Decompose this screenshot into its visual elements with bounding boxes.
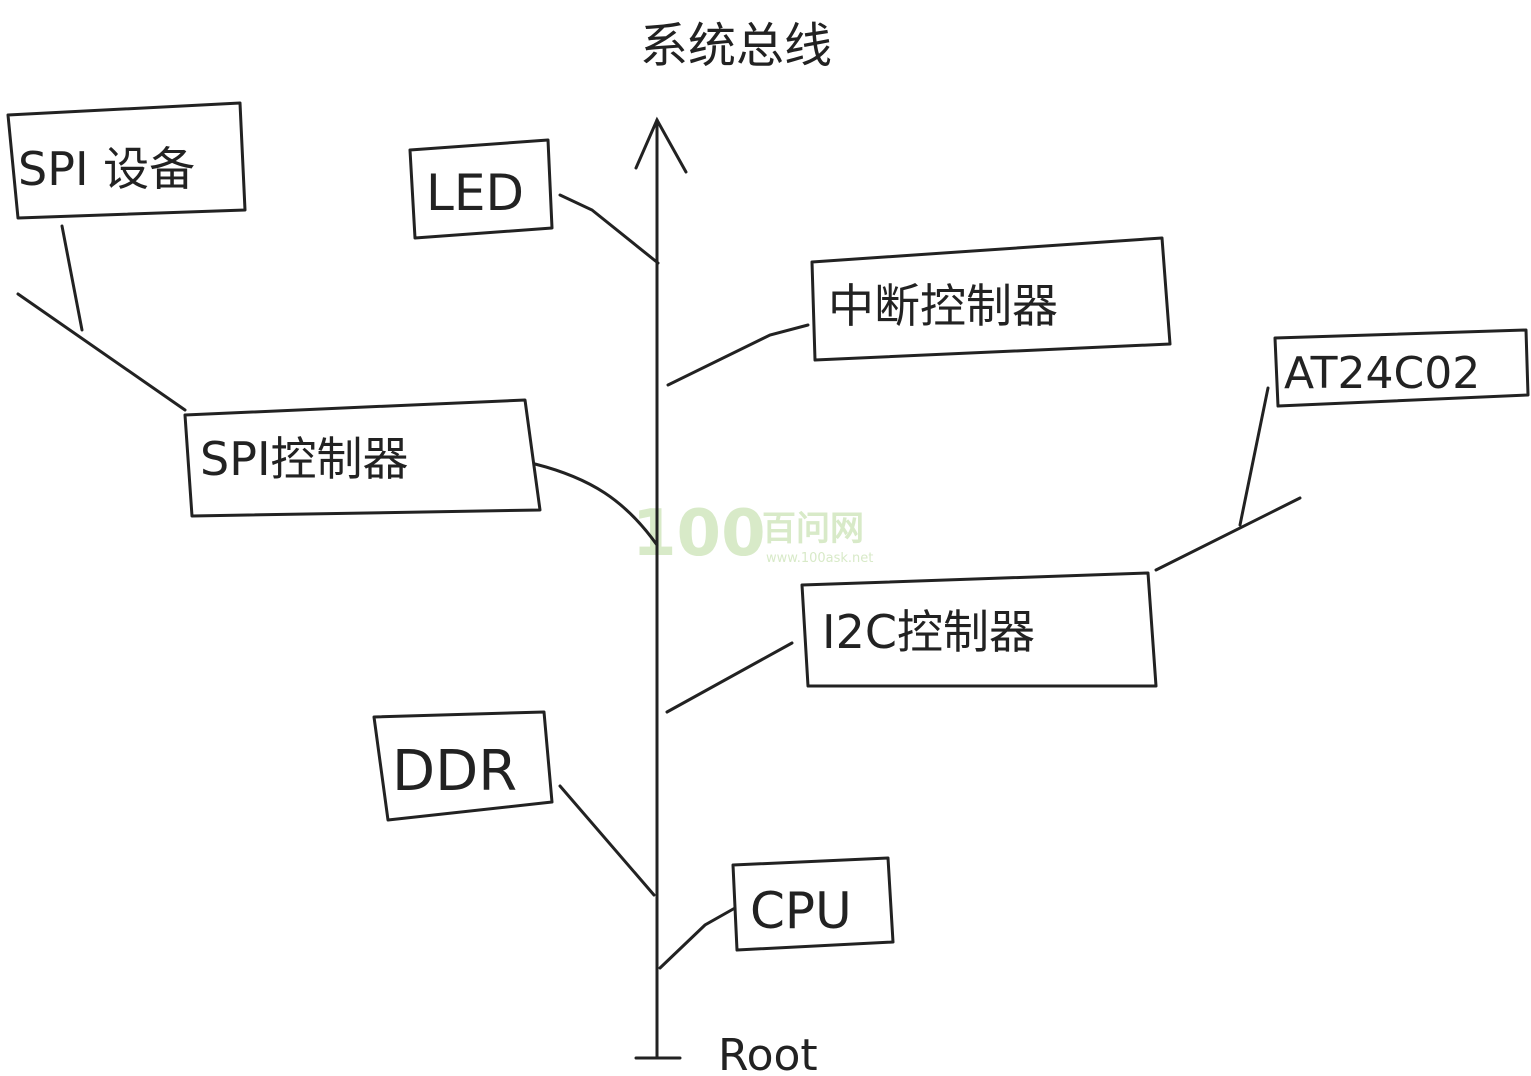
bus-title: 系统总线 (640, 18, 832, 74)
root-label: Root (718, 1030, 818, 1076)
node-at24c02: AT24C02 (1273, 328, 1530, 408)
node-spi-controller: SPI控制器 (183, 398, 542, 518)
node-ddr: DDR (372, 710, 554, 822)
node-interrupt-controller: 中断控制器 (810, 236, 1172, 362)
i2c-controller-box (800, 571, 1158, 688)
node-spi-device: SPI 设备 (6, 101, 247, 220)
interrupt-controller-box (810, 236, 1172, 362)
at24c02-box (1273, 328, 1530, 408)
interrupt-controller-label: 中断控制器 (828, 279, 1058, 333)
cpu-label: CPU (750, 882, 852, 940)
system-bus-axis (634, 116, 688, 1060)
spi-device-box (6, 101, 247, 220)
spi-controller-link (533, 462, 659, 547)
led-label: LED (426, 164, 524, 222)
watermark-brand: 百问网 (762, 509, 864, 549)
node-led: LED (408, 138, 554, 240)
at24c02-link (1238, 386, 1270, 527)
watermark: 100 百问网 www.100ask.net (632, 497, 873, 571)
ddr-label: DDR (392, 739, 517, 804)
cpu-link (658, 906, 737, 970)
bus-arrowhead (634, 116, 688, 174)
interrupt-controller-link (666, 323, 810, 387)
spi-bus-line (16, 292, 187, 412)
node-cpu: CPU (731, 856, 895, 952)
watermark-url: www.100ask.net (766, 551, 873, 566)
ddr-link (558, 784, 656, 897)
i2c-bus-line (1154, 496, 1302, 572)
cpu-box (731, 856, 895, 952)
spi-device-link (60, 224, 84, 332)
spi-controller-label: SPI控制器 (200, 432, 409, 486)
at24c02-label: AT24C02 (1284, 348, 1480, 399)
led-link (558, 193, 660, 265)
node-i2c-controller: I2C控制器 (800, 571, 1158, 688)
i2c-controller-link (665, 641, 794, 714)
led-box (408, 138, 554, 240)
watermark-logo: 100 (632, 497, 766, 571)
ddr-box (372, 710, 554, 822)
spi-device-label: SPI 设备 (18, 142, 195, 196)
spi-controller-box (183, 398, 542, 518)
i2c-controller-label: I2C控制器 (822, 605, 1035, 659)
